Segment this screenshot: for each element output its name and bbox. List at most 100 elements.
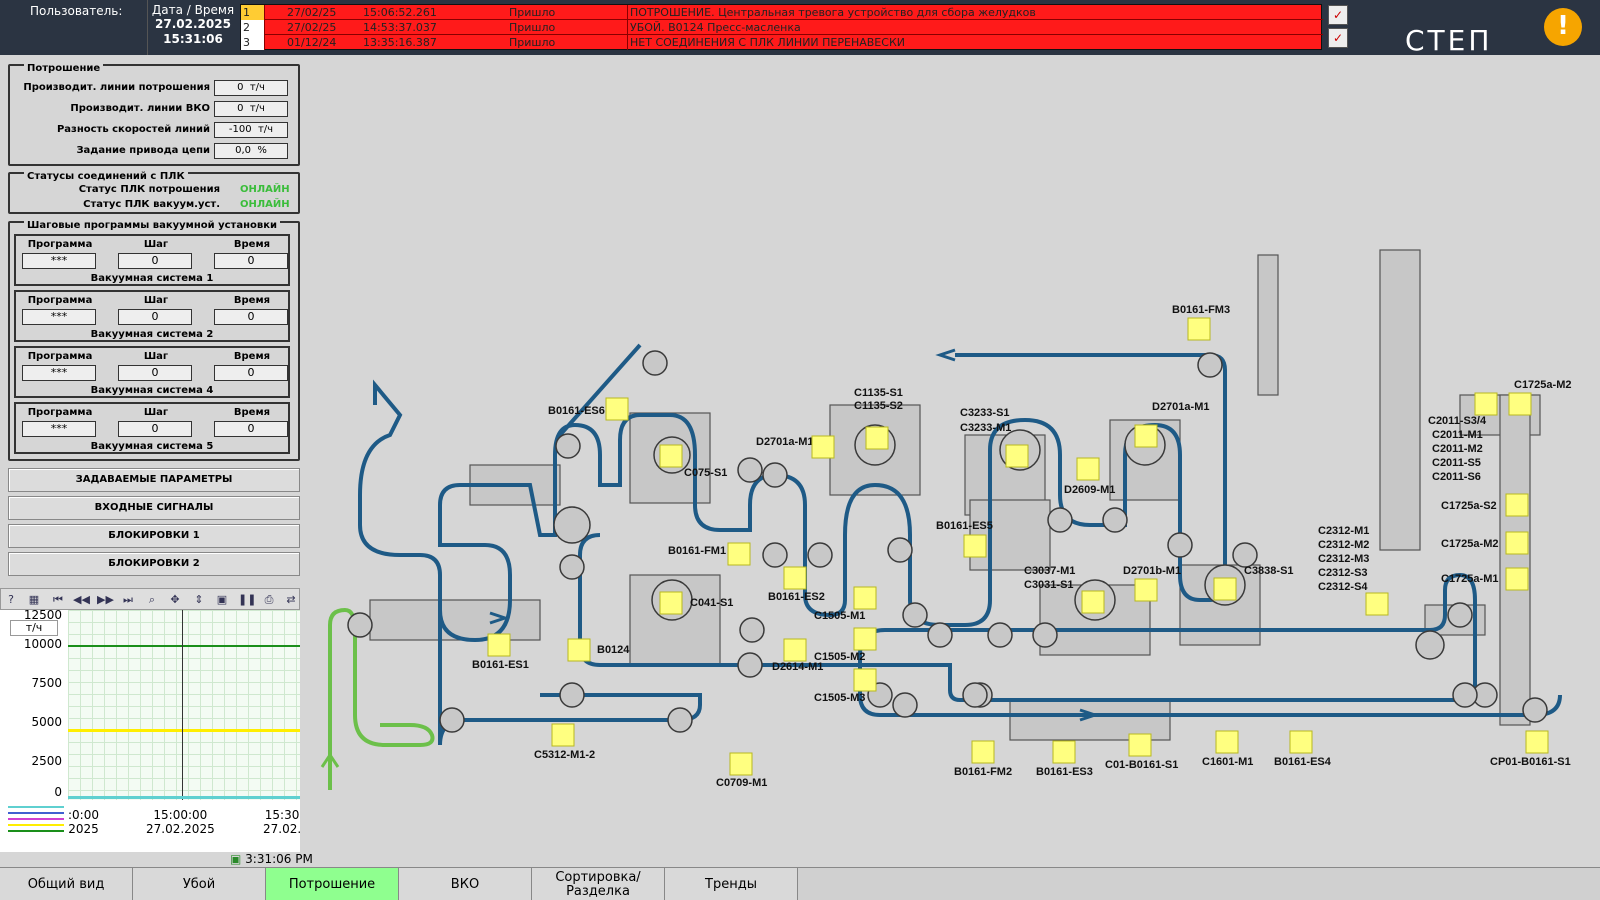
sensor-c2011-s34[interactable] [1474,392,1498,416]
tab-sorting[interactable]: Сортировка/ Разделка [532,868,665,900]
sensor-c1725a-m2-top[interactable] [1508,392,1532,416]
chart-config-icon[interactable]: ▦ [28,593,40,606]
param-row: Задание привода цепи 0,0 % [10,143,292,159]
sensor-c1505-m3[interactable] [853,668,877,692]
tab-trends[interactable]: Тренды [665,868,798,900]
set-parameters-button[interactable]: ЗАДАВАЕМЫЕ ПАРАМЕТРЫ [8,468,300,492]
conveyor-layout-svg: B0161-FM3 B0161-ES6 C1135-S1 C1135-S2 C3… [320,249,1571,790]
trend-plot-area[interactable] [68,610,300,800]
prev-page-icon[interactable]: ◀◀ [73,593,90,606]
sensor-c3037[interactable] [1081,590,1105,614]
label: C2011-M1 [1432,429,1483,441]
alarm-list[interactable]: 1 27/02/25 15:06:52.261 Пришло ПОТРОШЕНИ… [240,4,1323,50]
sensor-c1601[interactable] [1215,730,1239,754]
vacuum-system-name: Вакуумная система 4 [90,385,214,396]
belt-arrow-icon [1079,708,1100,722]
sensor-b0161-es6[interactable] [605,397,629,421]
vacuum-system-block: Программа Шаг Время *** 0 0 Вакуумная си… [14,346,290,398]
col-time: Время [233,351,271,362]
label: C1505-M1 [814,610,865,622]
sensor-c01[interactable] [1128,733,1152,757]
sensor-d2701a-m1[interactable] [1134,424,1158,448]
label: C1505-M3 [814,692,865,704]
alarm-status: Пришло [509,21,556,34]
trend-clock: ▣ 3:31:06 PM [230,852,313,866]
sensor-c1725a-s2[interactable] [1505,493,1529,517]
alarm-row[interactable]: 2 27/02/25 14:53:37.037 Пришло УБОЙ. B01… [241,20,1323,35]
sensor-d2614[interactable] [783,638,807,662]
alarm-row[interactable]: 3 01/12/24 13:35:16.387 Пришло НЕТ СОЕДИ… [241,35,1323,50]
ack-all-checklist-icon[interactable]: ✓ [1328,28,1348,48]
label: CP01-B0161-S1 [1490,756,1571,768]
param-value: 0 т/ч [214,80,288,96]
group-title: Потрошение [24,63,104,74]
label: B0161-ES3 [1036,766,1093,778]
sensor-b0161-fm3[interactable] [1187,317,1211,341]
label: C041-S1 [690,597,733,609]
sensor-cp01[interactable] [1525,730,1549,754]
help-icon[interactable]: ? [8,593,14,606]
label: C2011-S6 [1432,471,1481,483]
interlocks-1-button[interactable]: БЛОКИРОВКИ 1 [8,524,300,548]
move-icon[interactable]: ✥ [170,593,180,606]
sensor-d2701a-m1-left[interactable] [811,435,835,459]
pause-icon[interactable]: ❚❚ [238,593,257,606]
sensor-c3233[interactable] [1005,444,1029,468]
tab-overview[interactable]: Общий вид [0,868,133,900]
sensor-d2609[interactable] [1076,457,1100,481]
y-tick: 12500 [23,608,62,622]
sensor-b0161-es3[interactable] [1052,740,1076,764]
last-page-icon[interactable]: ⏭ [123,593,133,606]
next-page-icon[interactable]: ▶▶ [97,593,114,606]
tab-slaughter[interactable]: Убой [133,868,266,900]
sensor-d2701b[interactable] [1134,578,1158,602]
machinery [369,249,1541,741]
alarm-text: НЕТ СОЕДИНЕНИЯ С ПЛК ЛИНИИ ПЕРЕНАВЕСКИ [627,35,1297,50]
sensor-c1505-m2[interactable] [853,627,877,651]
label: B0161-FM3 [1172,304,1230,316]
ack-checklist-icon[interactable]: ✓ [1328,5,1348,25]
tab-vko[interactable]: ВКО [399,868,532,900]
sensor-b0161-es5[interactable] [963,534,987,558]
first-page-icon[interactable]: ⏮ [53,593,63,606]
tab-gutting[interactable]: Потрошение [266,868,399,900]
time-value: 0 [214,421,288,437]
sensor-b0161-fm1[interactable] [727,542,751,566]
sensor-c3838[interactable] [1213,577,1237,601]
sensor-c5312[interactable] [551,723,575,747]
label: B0161-FM2 [954,766,1012,778]
label: C1725a-M2 [1441,538,1498,550]
sensor-c0709[interactable] [729,752,753,776]
sensor-c2312[interactable] [1365,592,1389,616]
alarm-row[interactable]: 1 27/02/25 15:06:52.261 Пришло ПОТРОШЕНИ… [241,5,1323,20]
trend-time-axis-bar [68,796,300,799]
sensor-b0124[interactable] [567,638,591,662]
interlocks-2-button[interactable]: БЛОКИРОВКИ 2 [8,552,300,576]
sensor-b0161-es2[interactable] [783,566,807,590]
sensor-b0161-es1[interactable] [487,633,511,657]
sensor-b0161-fm2[interactable] [971,740,995,764]
select-icon[interactable]: ▣ [216,593,228,606]
zoom-icon[interactable]: ⌕ [148,593,156,606]
input-signals-button[interactable]: ВХОДНЫЕ СИГНАЛЫ [8,496,300,520]
sensor-b0161-es4[interactable] [1289,730,1313,754]
sensor-c1725a-m2[interactable] [1505,531,1529,555]
warning-triangle-icon[interactable]: ! [1544,8,1582,46]
alarm-date: 01/12/24 [287,36,337,49]
sensor-c041[interactable] [659,591,683,615]
ruler-icon[interactable]: ⇕ [194,593,204,606]
sensor-c1505-m1[interactable] [853,586,877,610]
export-icon[interactable]: ⇄ [286,593,296,606]
label: C2312-S3 [1318,567,1368,579]
bottom-tabs: Общий вид Убой Потрошение ВКО Сортировка… [0,867,1600,900]
sensor-c1725a-m1[interactable] [1505,567,1529,591]
print-icon[interactable]: ⎙ [264,593,274,606]
sensor-c1135[interactable] [865,426,889,450]
trend-cursor[interactable] [182,610,183,800]
sensor-c075[interactable] [659,444,683,468]
label: D2701b-M1 [1123,565,1181,577]
